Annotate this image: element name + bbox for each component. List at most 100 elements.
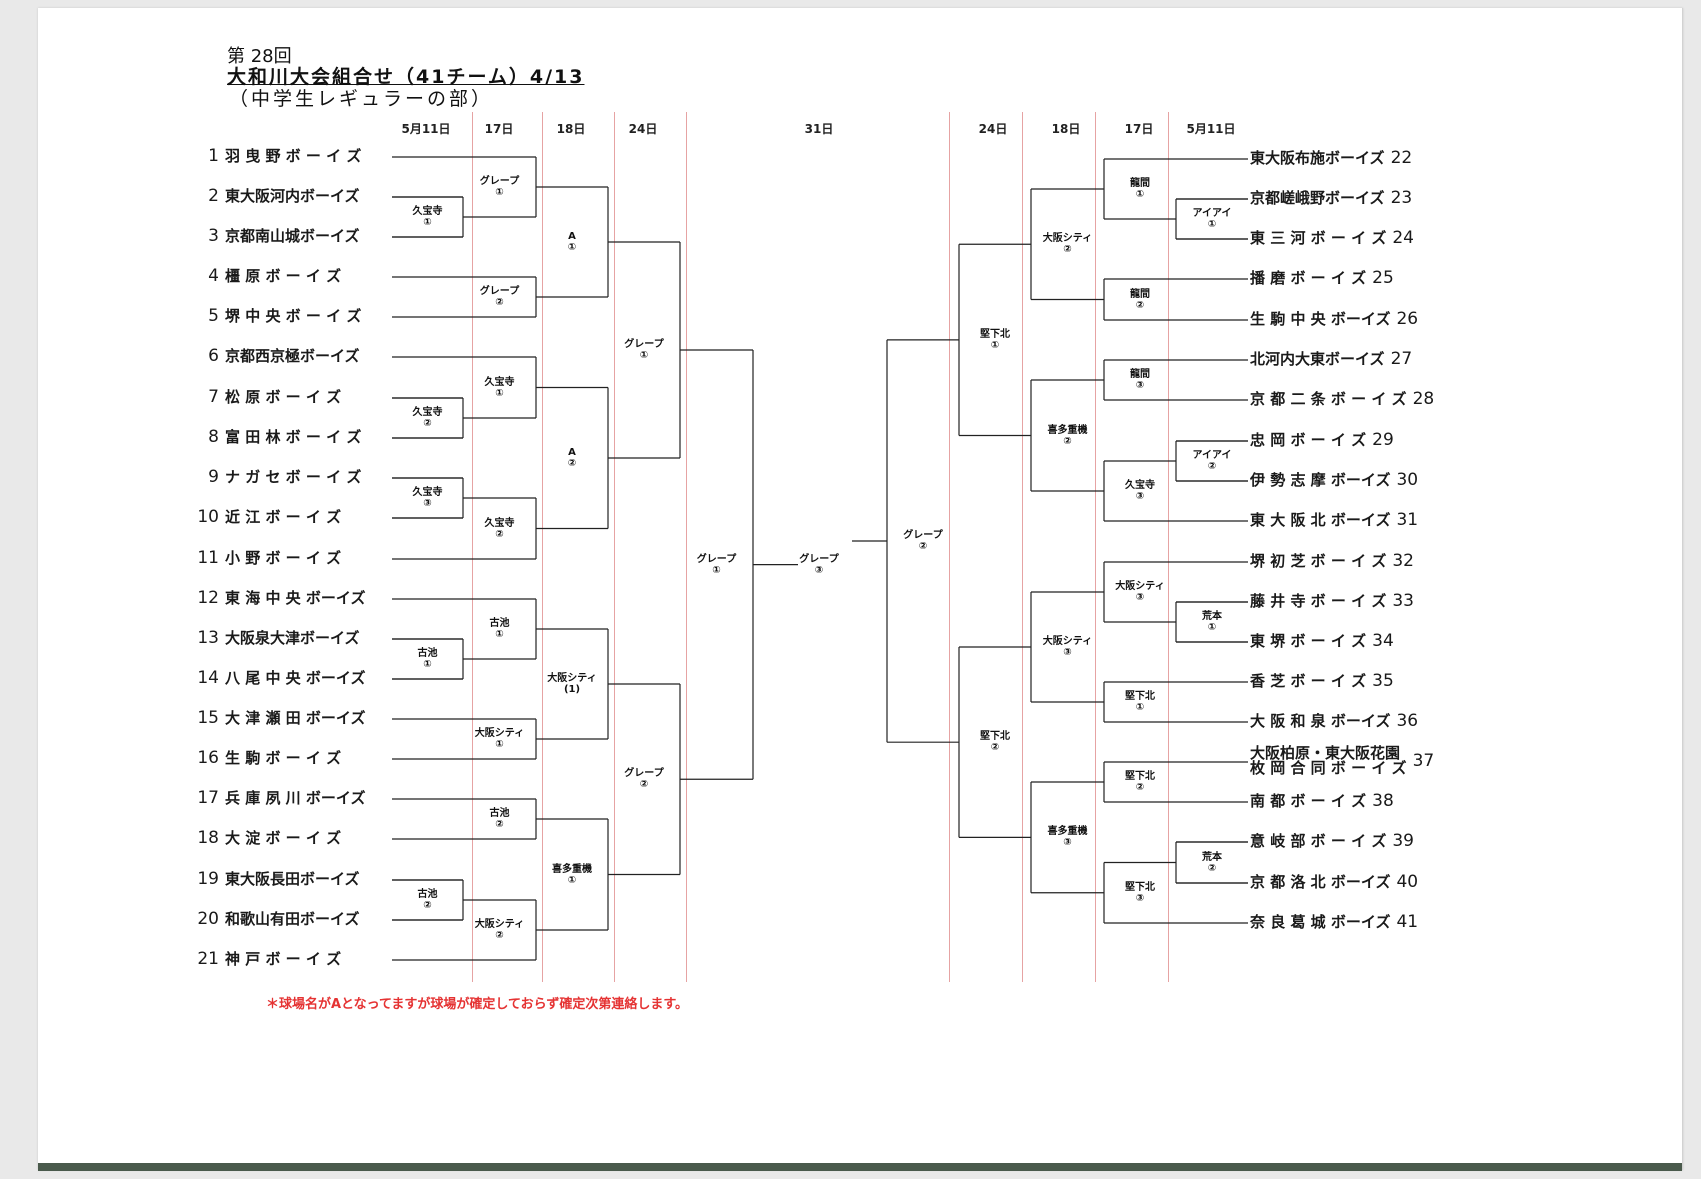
venue-name: 喜多重機 xyxy=(1047,826,1088,838)
venue-number: ① xyxy=(495,387,504,399)
team-name: 東 堺 ボ ー イ ズ xyxy=(1250,632,1367,650)
team-seed-number: 24 xyxy=(1392,228,1414,248)
team-name: 羽 曳 野 ボ ー イ ズ xyxy=(225,147,362,165)
team-seed-number: 40 xyxy=(1396,872,1419,892)
venue-name: A xyxy=(568,447,576,458)
team-seed-number: 5 xyxy=(208,306,219,326)
venue-name: 古池 xyxy=(489,618,510,629)
venue-name: グレープ xyxy=(799,553,839,565)
venue-number: ② xyxy=(639,779,649,791)
team-name: 富 田 林 ボ ー イ ズ xyxy=(225,428,362,446)
team-name: 大阪柏原・東大阪花園枚 岡 合 同 ボ ー イ ズ xyxy=(1250,746,1407,776)
team-name-line2: 枚 岡 合 同 ボ ー イ ズ xyxy=(1250,759,1407,777)
venue-number: ② xyxy=(1135,782,1145,793)
team-name: ナ ガ セ ボ ー イ ズ xyxy=(225,468,362,486)
venue-note: ＊球場名がAとなってますが球場が確定しておらず確定次第連絡します。 xyxy=(266,997,689,1012)
venue-name: A xyxy=(568,231,576,242)
venue-number: ③ xyxy=(423,498,432,509)
venue-name: 龍間 xyxy=(1130,178,1150,189)
guide-line xyxy=(472,112,473,982)
team-seed-number: 26 xyxy=(1396,309,1419,329)
venue-number: ① xyxy=(1207,219,1217,230)
team-seed-number: 6 xyxy=(208,346,219,366)
guide-line xyxy=(614,112,615,982)
team-name: 橿 原 ボ ー イ ズ xyxy=(225,267,342,285)
venue-name: グレープ xyxy=(624,768,664,780)
team-seed-number: 41 xyxy=(1396,912,1419,932)
team-name: 八 尾 中 央 ボーイズ xyxy=(225,669,366,687)
venue-number: ① xyxy=(1135,702,1145,713)
viewer-bottom-bar xyxy=(38,1163,1682,1171)
team-name: 堺 中 央 ボ ー イ ズ xyxy=(225,307,362,325)
team-name: 兵 庫 夙 川 ボーイズ xyxy=(225,789,366,807)
team-name: 和歌山有田ボーイズ xyxy=(225,910,360,928)
team-name: 北河内大東ボーイズ xyxy=(1250,350,1385,368)
venue-name: 喜多重機 xyxy=(552,863,592,875)
venue-number: ② xyxy=(990,742,1000,754)
venue-number: ① xyxy=(1135,189,1145,200)
venue-name: 古池 xyxy=(489,808,510,819)
guide-line xyxy=(1095,112,1096,982)
venue-number: ② xyxy=(495,819,504,830)
venue-name: アイアイ xyxy=(1192,208,1232,219)
team-name: 堺 初 芝 ボ ー イ ズ xyxy=(1250,552,1387,570)
venue-number: ① xyxy=(567,242,577,253)
venue-number: ② xyxy=(1135,299,1145,311)
venue-number: ① xyxy=(567,874,577,886)
venue-number: ① xyxy=(495,629,504,640)
venue-number: ① xyxy=(495,187,504,198)
venue-name: 久宝寺 xyxy=(412,487,443,498)
team-seed-number: 33 xyxy=(1392,591,1414,611)
venue-number: ① xyxy=(423,217,432,228)
team-seed-number: 10 xyxy=(197,507,219,527)
venue-number: ③ xyxy=(1135,491,1145,502)
team-seed-number: 12 xyxy=(197,588,219,608)
team-name: 東 三 河 ボ ー イ ズ xyxy=(1250,229,1387,247)
team-name: 京 都 二 条 ボ ー イ ズ xyxy=(1250,390,1407,408)
venue-name: グレープ xyxy=(903,530,943,542)
team-name: 大阪泉大津ボーイズ xyxy=(225,629,360,647)
team-seed-number: 17 xyxy=(197,788,219,808)
col-right-round2: 17日 xyxy=(1124,122,1154,136)
col-final: 31日 xyxy=(804,122,834,136)
team-name: 小 野 ボ ー イ ズ xyxy=(225,549,342,567)
team-entry: 東 三 河 ボ ー イ ズ 24 xyxy=(1250,230,1418,247)
venue-number: ② xyxy=(918,541,928,553)
team-seed-number: 39 xyxy=(1392,831,1414,851)
venue-name: 龍間 xyxy=(1130,288,1150,300)
venue-number: ② xyxy=(423,418,432,429)
team-seed-number: 38 xyxy=(1372,791,1394,811)
venue-name: 大阪シティ xyxy=(474,728,525,739)
team-name: 東大阪布施ボーイズ xyxy=(1250,149,1385,167)
